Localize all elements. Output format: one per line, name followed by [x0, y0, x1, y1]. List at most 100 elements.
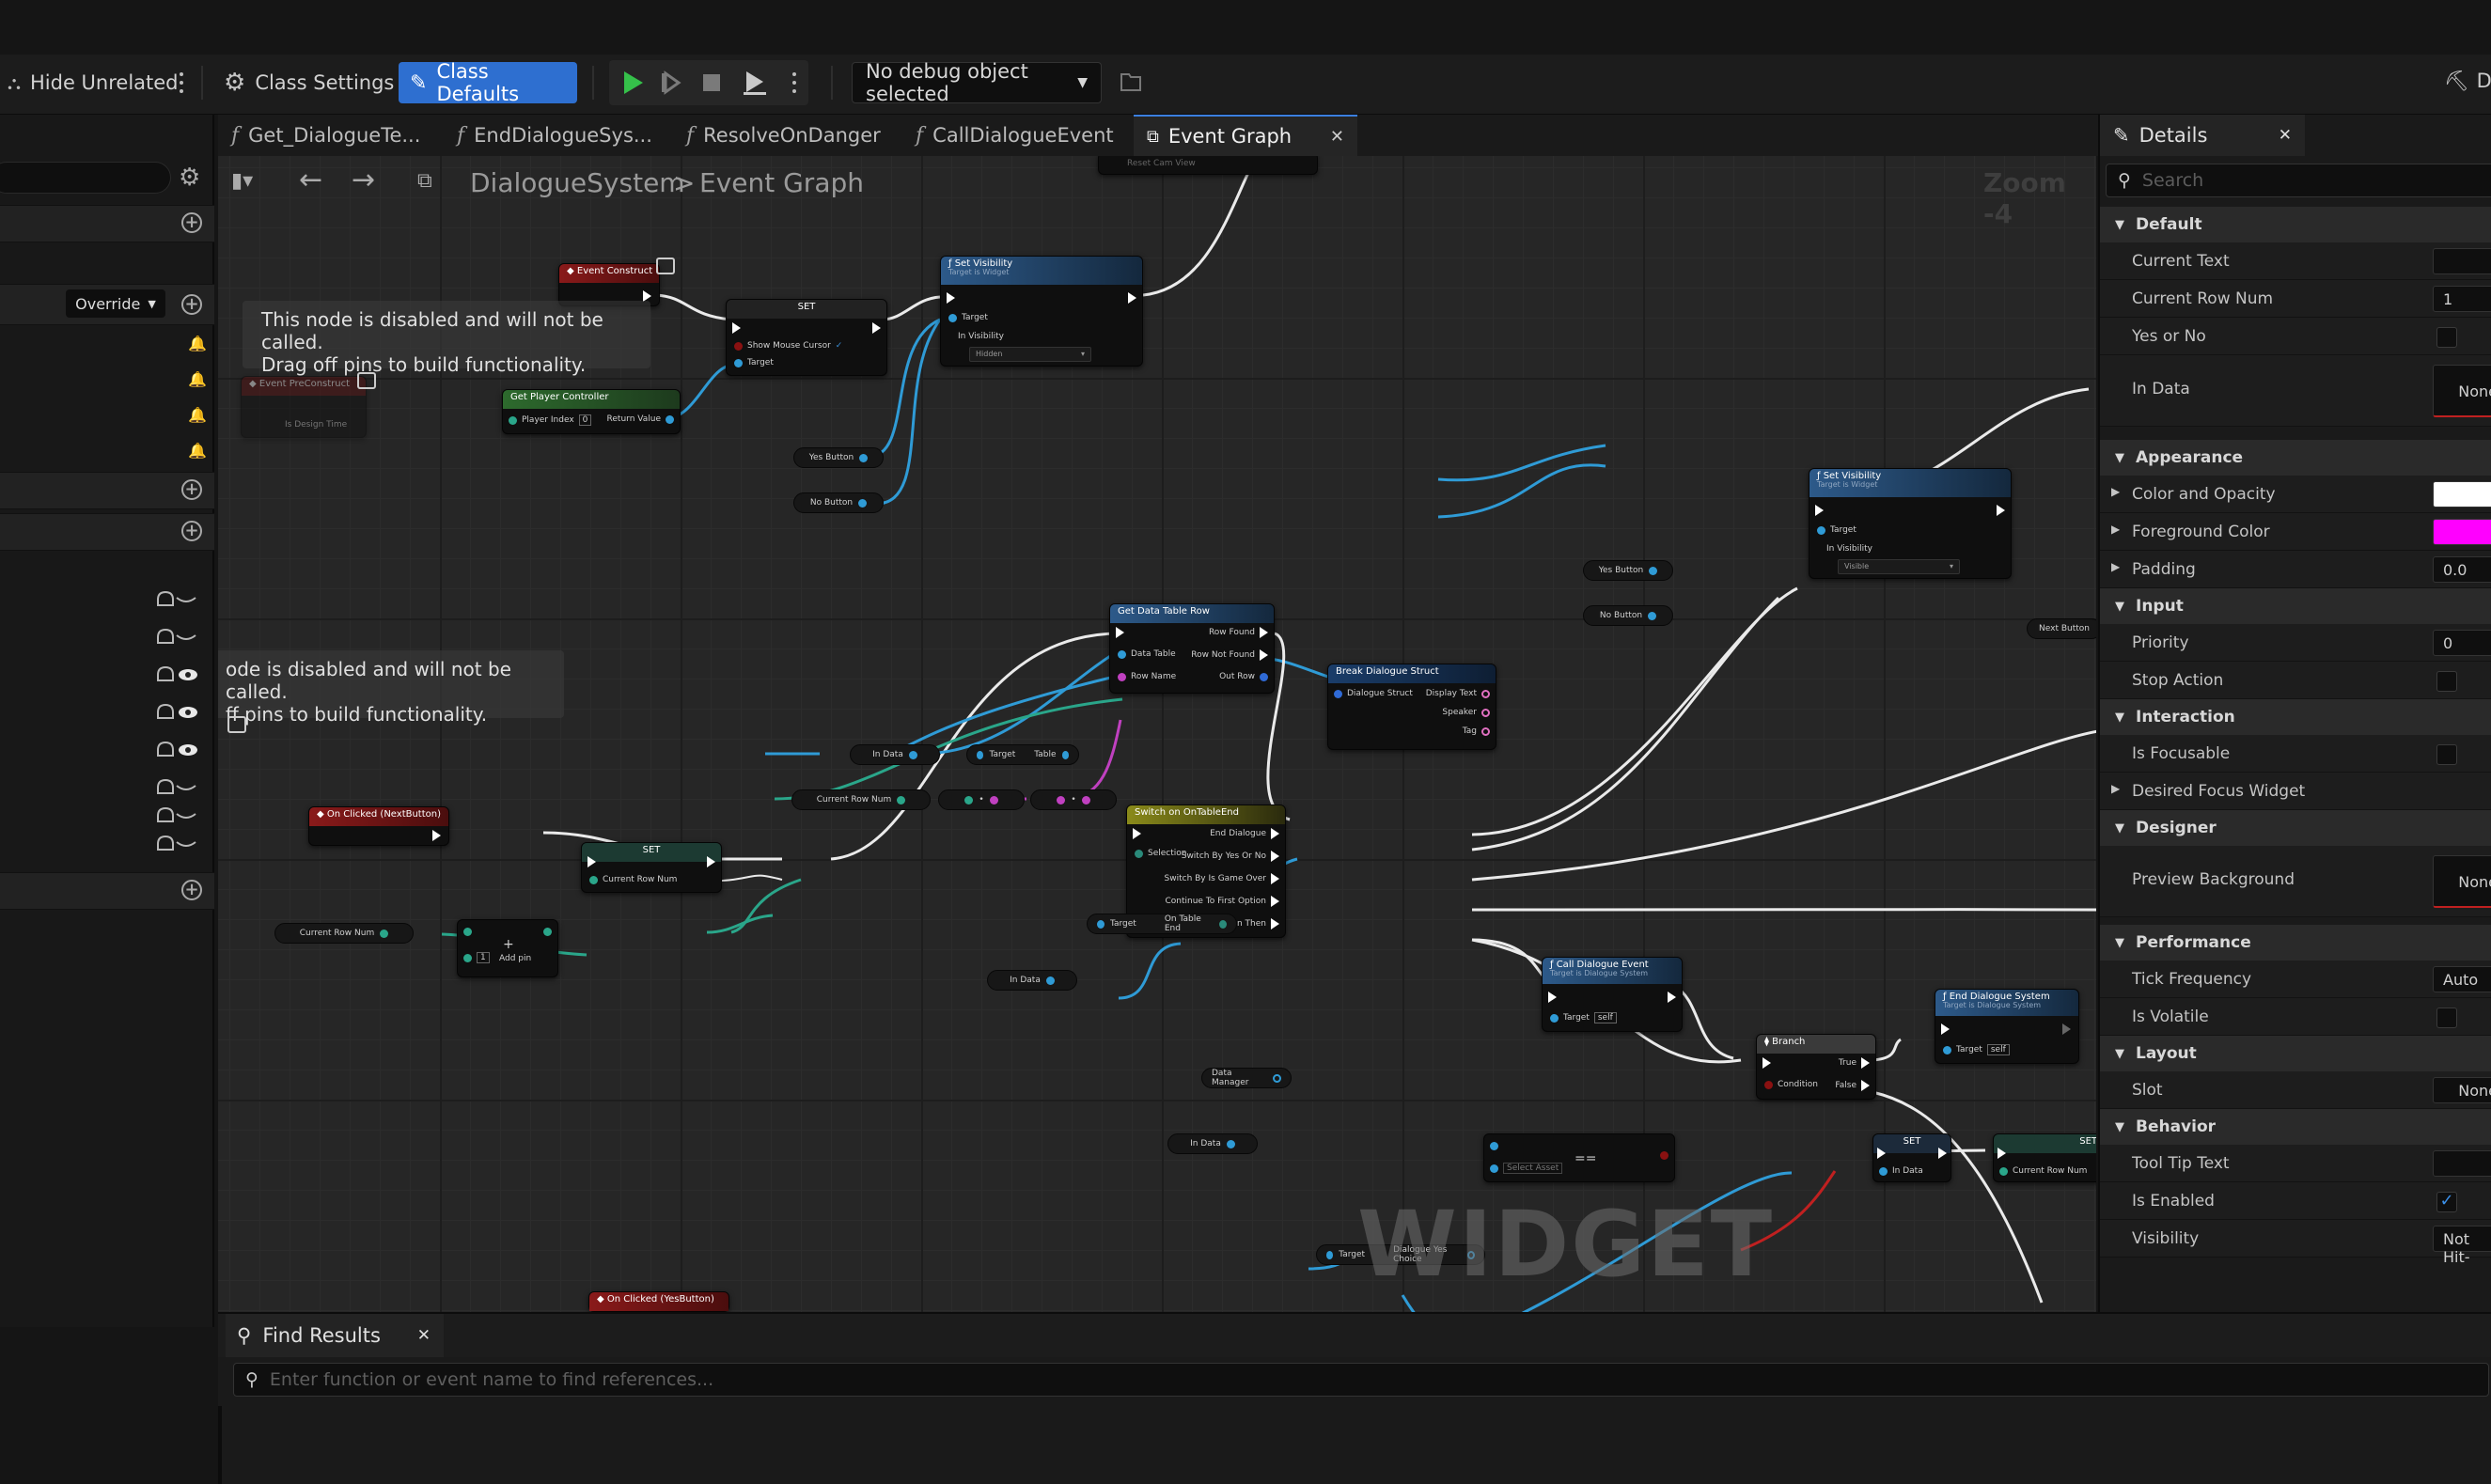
exec-out-pin[interactable]	[1997, 505, 2005, 516]
add-function-icon[interactable]: +	[181, 294, 202, 315]
section-appearance[interactable]: ▼Appearance	[2100, 440, 2491, 476]
break-dialogue-struct-node[interactable]: Break Dialogue Struct Dialogue Struct Di…	[1327, 664, 1496, 750]
exec-in-pin[interactable]	[1998, 1148, 2006, 1159]
exec-in-pin[interactable]	[588, 856, 596, 867]
foreground-color-swatch[interactable]	[2433, 519, 2491, 545]
bell-icon[interactable]: 🔔	[188, 442, 207, 460]
exec-in-pin[interactable]	[1548, 992, 1557, 1003]
tick-frequency-dropdown[interactable]: Auto	[2433, 966, 2491, 992]
condition-pin[interactable]: Condition	[1764, 1080, 1818, 1089]
hide-unrelated-options-icon[interactable]	[175, 64, 188, 102]
equals-a-pin[interactable]	[1490, 1142, 1498, 1150]
exec-out-pin[interactable]	[1668, 992, 1676, 1003]
true-pin[interactable]: True	[1839, 1057, 1870, 1069]
in-data-asset-picker[interactable]: None	[2433, 365, 2491, 417]
tab-event-graph[interactable]: ⧉ Event Graph ✕	[1134, 115, 1357, 156]
exec-out-pin[interactable]	[1938, 1148, 1947, 1159]
find-search-input[interactable]: ⚲ Enter function or event name to find r…	[233, 1363, 2489, 1397]
visibility-dropdown[interactable]: Not Hit-	[2433, 1226, 2491, 1266]
exec-out-pin[interactable]	[643, 290, 651, 302]
exec-in-pin[interactable]	[732, 322, 741, 334]
add-node[interactable]: 1 + Add pin	[457, 919, 558, 977]
section-interaction[interactable]: ▼Interaction	[2100, 699, 2491, 735]
return-value-pin[interactable]: Return Value	[607, 414, 674, 424]
class-defaults-button[interactable]: ✎ Class Defaults	[399, 60, 577, 105]
add-variable-icon[interactable]: +	[181, 521, 202, 541]
event-preconstruct-node[interactable]: ◆ Event PreConstruct Is Design Time	[241, 376, 367, 438]
current-row-num-pin[interactable]: Current Row Num	[589, 875, 677, 884]
in-visibility-dropdown[interactable]: Visible▾	[1838, 559, 1960, 574]
exec-in-pin[interactable]	[1815, 505, 1824, 516]
row-not-found-pin[interactable]: Row Not Found	[1191, 649, 1268, 661]
on-clicked-yes-button-node[interactable]: ◆ On Clicked (YesButton)	[588, 1291, 729, 1312]
add-output-pin[interactable]	[543, 928, 552, 936]
equals-node[interactable]: Select Asset ==	[1483, 1133, 1675, 1182]
find-results-tab[interactable]: ⚲ Find Results ✕	[226, 1314, 444, 1357]
color-and-opacity-swatch[interactable]	[2433, 481, 2491, 508]
current-row-num-variable[interactable]: Current Row Num	[274, 923, 414, 944]
section-input[interactable]: ▼Input	[2100, 588, 2491, 624]
tool-tip-text-input[interactable]	[2433, 1150, 2491, 1177]
debug-object-dropdown[interactable]: No debug object selected ▼	[852, 60, 1102, 105]
priority-input[interactable]: 0	[2433, 630, 2491, 656]
macros-section-header[interactable]	[0, 472, 214, 509]
row-name-pin[interactable]: Row Name	[1118, 672, 1176, 681]
exec-in-pin[interactable]	[1133, 828, 1141, 839]
in-data-variable[interactable]: In Data	[1167, 1133, 1258, 1154]
conversion-node[interactable]: •	[1030, 789, 1117, 810]
exec-in-pin[interactable]	[1941, 1023, 1950, 1035]
variables-section-header[interactable]	[0, 513, 214, 551]
conversion-node[interactable]: •	[938, 789, 1025, 810]
close-icon[interactable]: ✕	[2278, 126, 2292, 145]
event-construct-node[interactable]: ◆ Event Construct	[558, 263, 660, 306]
disabled-node-comment[interactable]: This node is disabled and will not be ca…	[243, 301, 650, 376]
exec-out-pin[interactable]	[432, 830, 441, 841]
my-blueprint-search-input[interactable]	[0, 162, 171, 194]
exec-out-pin[interactable]	[1128, 292, 1136, 304]
display-text-pin[interactable]: Display Text	[1426, 689, 1490, 698]
section-layout[interactable]: ▼Layout	[2100, 1036, 2491, 1071]
branch-node[interactable]: ⧫ Branch True Condition False	[1756, 1034, 1876, 1100]
is-focusable-checkbox[interactable]	[2436, 744, 2457, 765]
event-graph-canvas[interactable]: Reset Cam View ◆ Event Construct This no…	[218, 156, 2096, 1312]
target-pin[interactable]: Target	[734, 358, 774, 367]
select-asset-value[interactable]: Select Asset	[1503, 1163, 1563, 1174]
out-row-pin[interactable]: Out Row	[1219, 672, 1268, 681]
settings-gear-icon[interactable]: ⚙	[179, 164, 201, 192]
in-visibility-dropdown[interactable]: Hidden▾	[969, 347, 1091, 362]
bookmark-icon[interactable]: ▮▾	[231, 169, 254, 193]
disabled-node-comment[interactable]: ode is disabled and will not be called. …	[218, 650, 564, 726]
add-graph-icon[interactable]: +	[181, 212, 202, 233]
hide-unrelated-button[interactable]: ⛬ Hide Unrelated	[0, 62, 190, 103]
equals-b-pin[interactable]: Select Asset	[1490, 1163, 1563, 1174]
class-settings-button[interactable]: ⚙ Class Settings	[212, 62, 405, 103]
dialogue-struct-pin[interactable]: Dialogue Struct	[1334, 689, 1413, 698]
section-performance[interactable]: ▼Performance	[2100, 925, 2491, 961]
in-data-variable[interactable]: In Data	[850, 744, 940, 765]
close-icon[interactable]: ✕	[1329, 126, 1344, 147]
set-current-row-num-node-2[interactable]: SET Current Row Num	[1993, 1133, 2096, 1182]
set-in-data-node[interactable]: SET In Data	[1872, 1133, 1951, 1182]
switch-by-yes-or-no-pin[interactable]: Switch By Yes Or No	[1182, 851, 1279, 862]
back-arrow-icon[interactable]: ←	[299, 164, 323, 196]
yes-button-variable[interactable]: Yes Button	[793, 447, 884, 468]
section-designer[interactable]: ▼Designer	[2100, 810, 2491, 846]
override-dropdown[interactable]: Override ▼	[66, 289, 165, 318]
add-macro-icon[interactable]: +	[181, 479, 202, 500]
target-pin[interactable]: Target	[1817, 525, 1856, 535]
is-enabled-checkbox[interactable]: ✓	[2436, 1192, 2457, 1212]
data-manager-variable[interactable]: Data Manager	[1201, 1068, 1292, 1088]
add-input-b-pin[interactable]: 1	[463, 952, 490, 963]
add-event-dispatcher-icon[interactable]: +	[181, 880, 202, 900]
exec-in-pin[interactable]	[1116, 627, 1124, 638]
